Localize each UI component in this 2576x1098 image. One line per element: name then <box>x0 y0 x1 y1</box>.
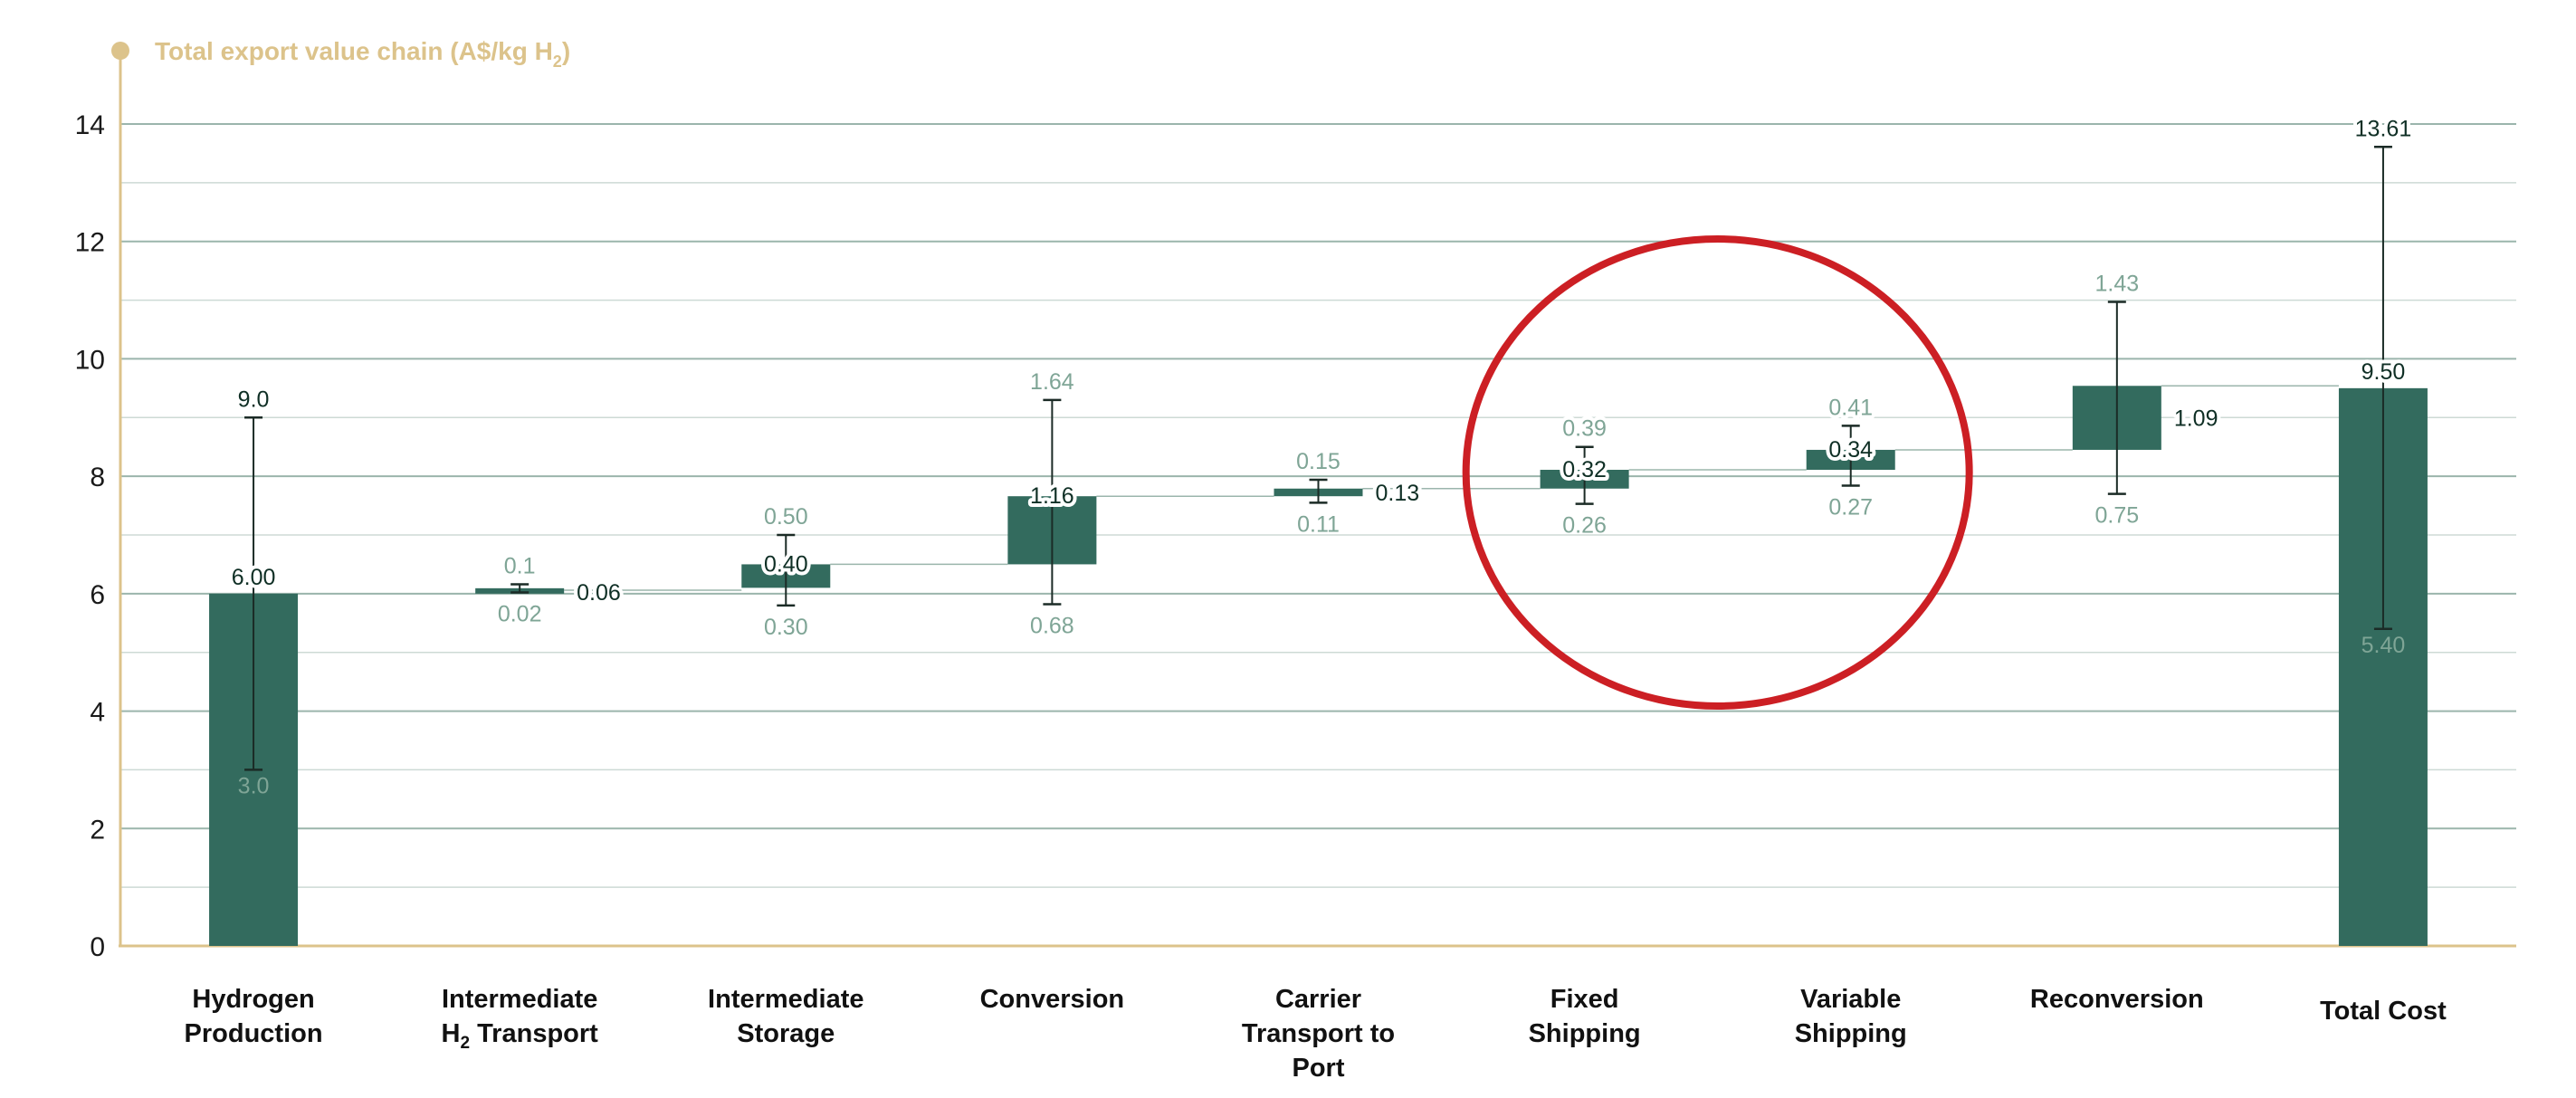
error-low-label: 0.75 <box>2094 503 2139 529</box>
value-label: 0.34 <box>1828 437 1873 463</box>
category-label: Total Cost <box>2320 997 2447 1026</box>
error-high-label: 0.15 <box>1296 449 1340 474</box>
error-low-label: 0.30 <box>764 615 808 640</box>
axes: 0 2 4 6 8 10 12 14 Total export value chain (A$/… <box>75 37 2516 962</box>
y-tick-label: 0 <box>90 932 105 962</box>
y-tick-label: 14 <box>75 110 105 140</box>
y-tick-label: 10 <box>75 345 105 375</box>
category-label: Fixed <box>1550 985 1619 1014</box>
category-label: Variable <box>1800 985 1901 1014</box>
value-label: 1.16 <box>1030 483 1074 509</box>
value-label: 9.50 <box>2361 359 2406 385</box>
error-low-label: 0.26 <box>1562 513 1607 539</box>
value-label: 0.06 <box>577 580 621 606</box>
y-tick-label: 8 <box>90 463 105 492</box>
error-low-label: 0.68 <box>1030 614 1074 639</box>
category-label: Hydrogen <box>192 985 314 1014</box>
value-label: 0.13 <box>1376 481 1420 506</box>
category-label: Reconversion <box>2030 985 2204 1014</box>
error-low-label: 3.0 <box>238 773 270 798</box>
category-label: Intermediate <box>708 985 863 1014</box>
error-high-label: 0.50 <box>764 504 808 530</box>
category-label: H2 Transport <box>441 1019 598 1053</box>
error-high-label: 1.64 <box>1030 369 1074 395</box>
error-high-label: 0.39 <box>1562 416 1607 442</box>
y-tick-label: 6 <box>90 580 105 610</box>
error-low-label: 0.11 <box>1297 511 1340 537</box>
error-high-label: 0.41 <box>1828 395 1873 420</box>
error-high-label: 13.61 <box>2355 116 2412 141</box>
highlight-overlay <box>1462 235 1973 710</box>
highlight-circle <box>1462 235 1973 710</box>
category-label: Shipping <box>1795 1019 1907 1048</box>
chart-title: Total export value chain (A$/kg H2) <box>155 37 570 71</box>
error-low-label: 0.27 <box>1828 495 1873 520</box>
error-high-label: 0.1 <box>504 553 536 578</box>
category-label: Transport to <box>1242 1019 1395 1048</box>
category-label: Carrier <box>1275 985 1361 1014</box>
error-high-label: 1.43 <box>2094 272 2139 297</box>
category-label: Port <box>1293 1054 1345 1083</box>
value-label: 1.09 <box>2174 406 2218 432</box>
category-label: Shipping <box>1529 1019 1641 1048</box>
grid-lines <box>120 123 2516 888</box>
error-high-label: 9.0 <box>238 387 270 412</box>
y-tick-label: 12 <box>75 228 105 258</box>
category-label: Conversion <box>980 985 1125 1014</box>
category-label: Production <box>185 1019 323 1048</box>
error-low-label: 0.02 <box>498 602 542 627</box>
category-label: Storage <box>737 1019 835 1048</box>
value-label: 0.32 <box>1562 457 1607 482</box>
error-low-label: 5.40 <box>2361 633 2406 658</box>
y-tick-label: 2 <box>90 815 105 845</box>
value-label: 6.00 <box>232 565 276 590</box>
category-label: Intermediate <box>442 985 597 1014</box>
y-axis-end-dot <box>111 42 129 60</box>
bars <box>209 146 2428 946</box>
value-label: 0.40 <box>764 551 808 577</box>
y-tick-label: 4 <box>90 698 105 728</box>
